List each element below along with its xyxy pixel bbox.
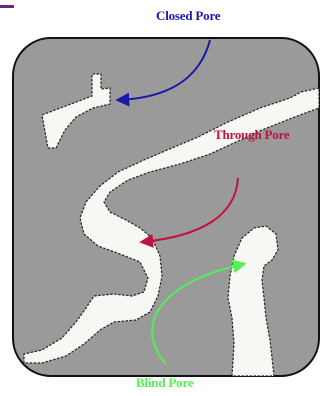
blind-pore-label: Blind Pore — [136, 375, 193, 391]
solid-matrix — [13, 38, 319, 376]
corner-mark — [0, 5, 14, 8]
through-pore-label: Through Pore — [214, 127, 290, 143]
closed-pore-label: Closed Pore — [156, 8, 220, 24]
